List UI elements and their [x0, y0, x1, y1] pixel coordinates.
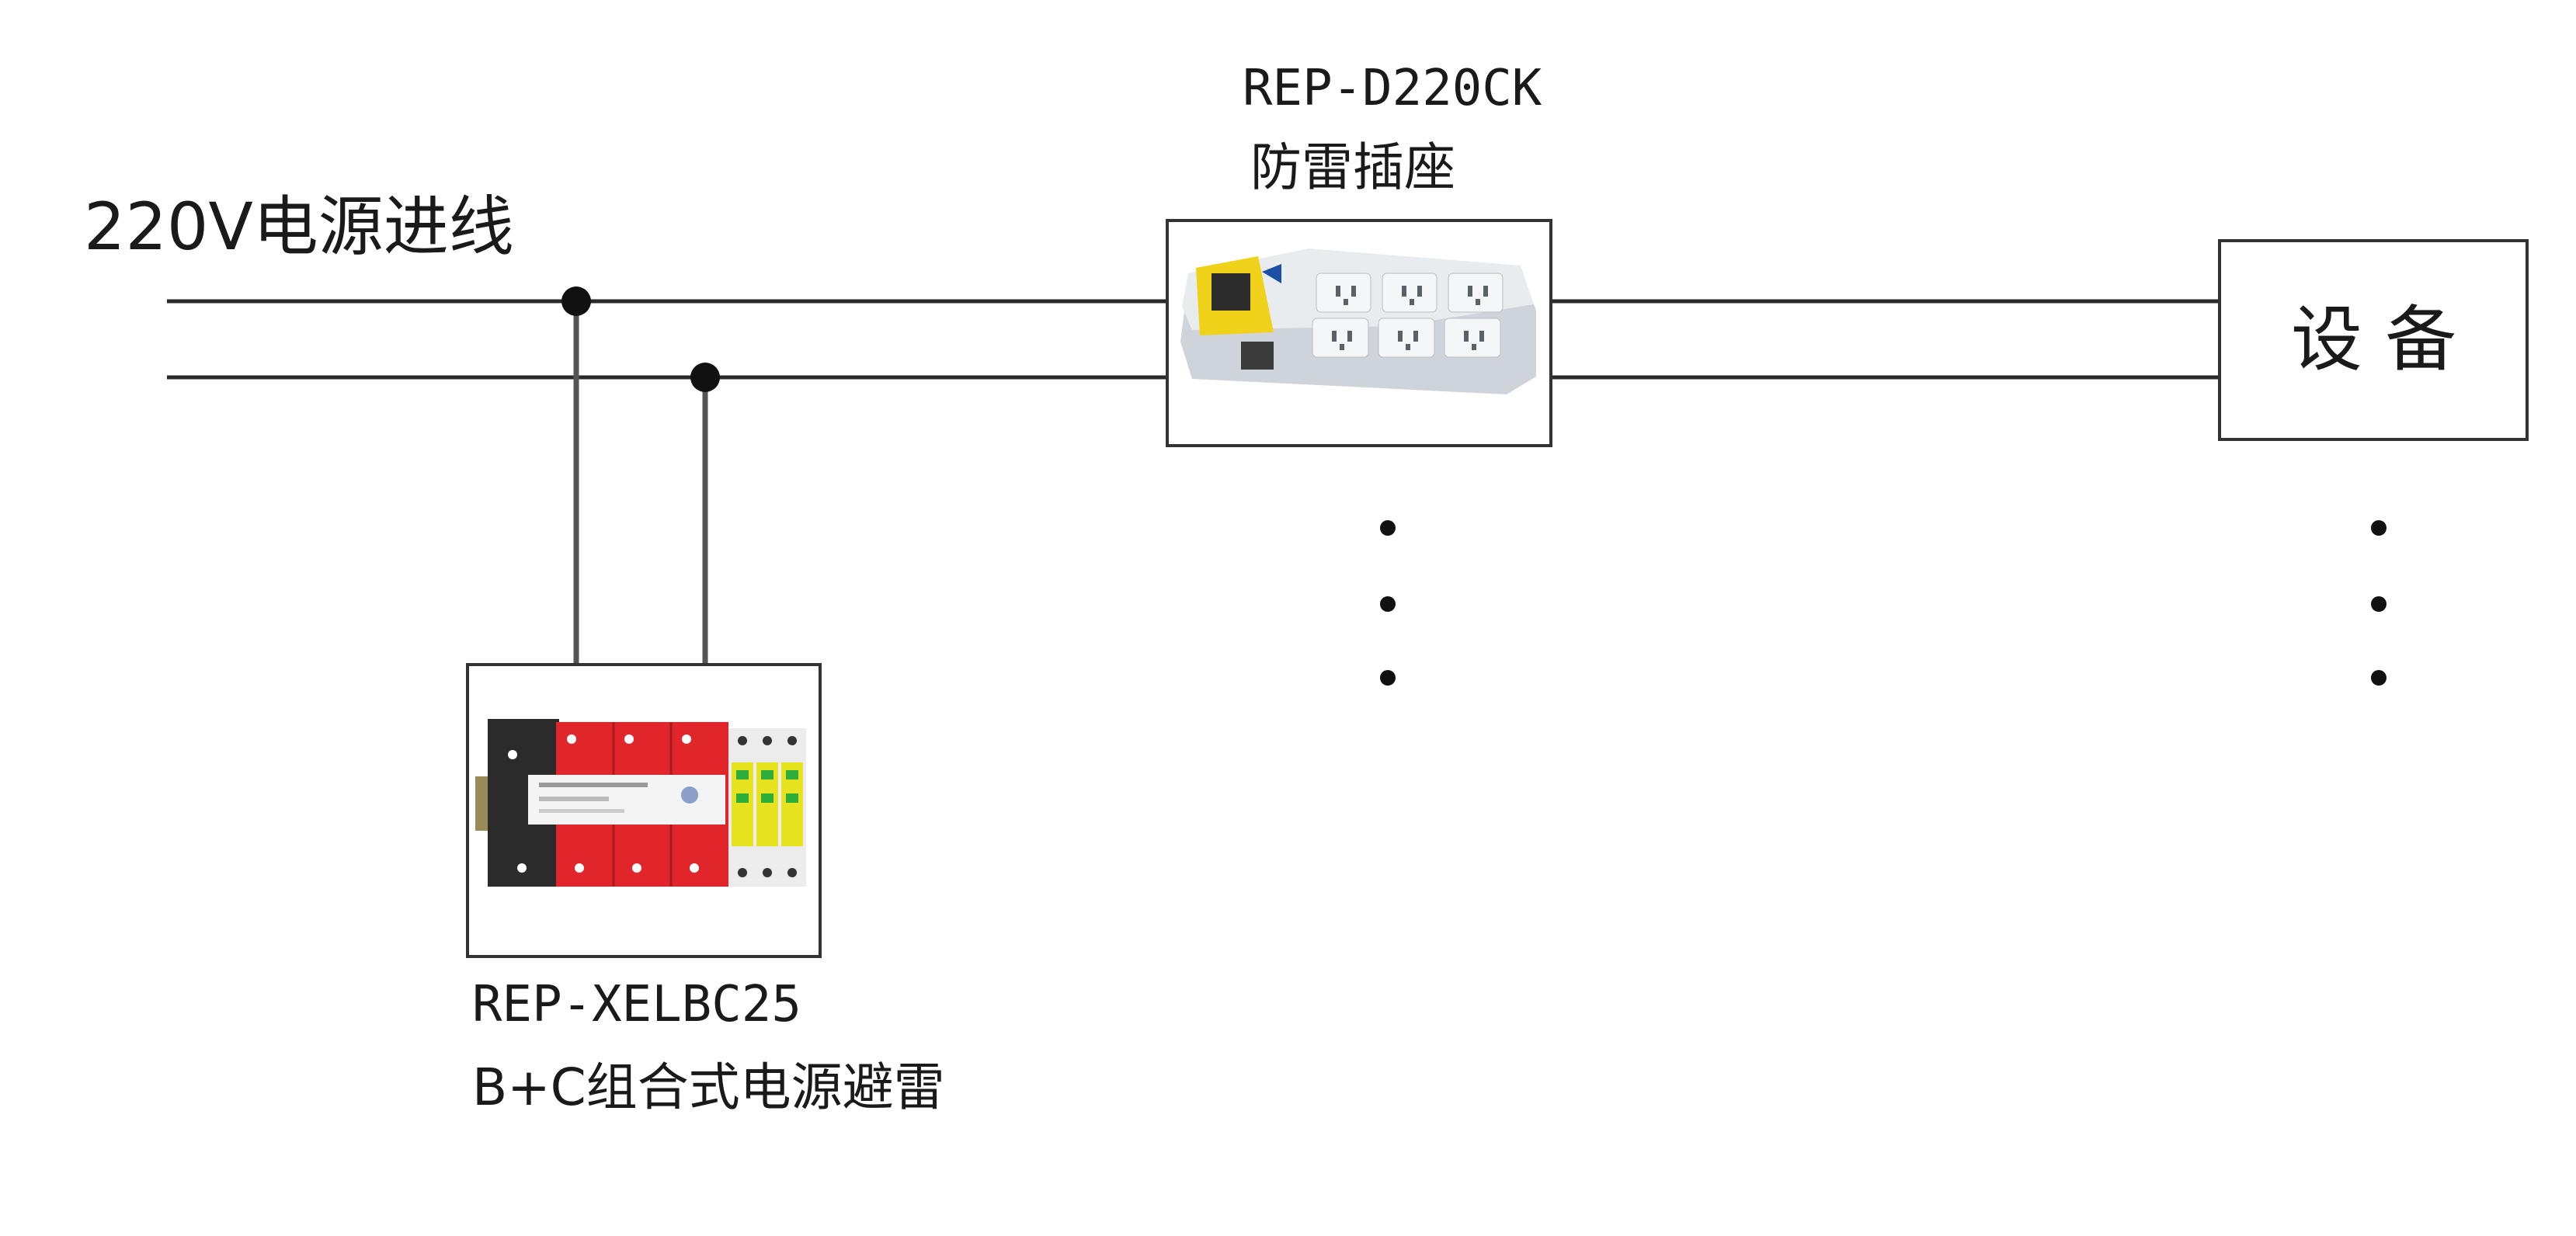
socket-name-label: 防雷插座: [1250, 137, 1455, 197]
equipment-box: [2218, 239, 2529, 441]
spd-model-label: REP-XELBC25: [472, 976, 801, 1033]
junction-dot-1: [561, 286, 591, 316]
ellipsis-dot: [1380, 520, 1396, 536]
ellipsis-dot: [1380, 670, 1396, 686]
power-source-label: 220V电源进线: [84, 189, 514, 265]
equipment-label: 设 备: [2291, 298, 2457, 381]
ellipsis-dot: [1380, 596, 1396, 612]
ellipsis-dot: [2371, 670, 2387, 686]
socket-model-label: REP-D220CK: [1243, 60, 1542, 117]
surge-socket-image: [1180, 248, 1536, 394]
ellipsis-dot: [2371, 520, 2387, 536]
junction-dot-2: [690, 363, 720, 392]
ellipsis-dot: [2371, 596, 2387, 612]
spd-name-label: B+C组合式电源避雷: [472, 1057, 945, 1117]
spd-module-image: [475, 719, 806, 887]
